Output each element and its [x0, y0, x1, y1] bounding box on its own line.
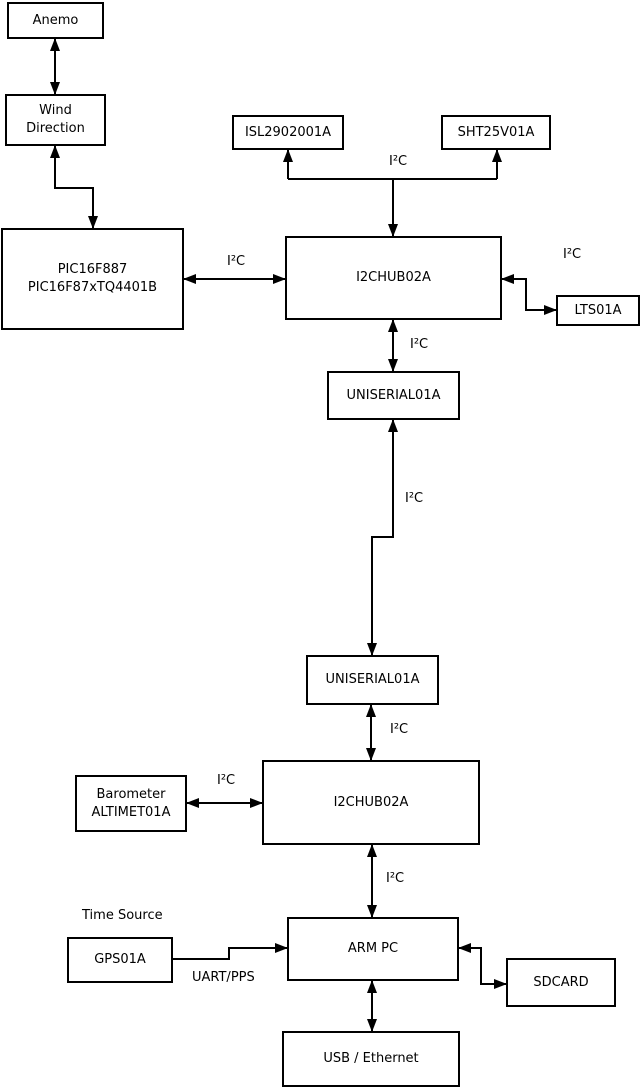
lts-sensor-label: LTS01A: [574, 302, 622, 318]
usb-ethernet-box: USB / Ethernet: [282, 1031, 460, 1087]
usb-ethernet-label: USB / Ethernet: [323, 1051, 419, 1067]
sdcard-label: SDCARD: [533, 974, 589, 990]
edge-gps-armpc: [173, 943, 288, 960]
arm-pc-box: ARM PC: [287, 917, 459, 981]
uniserial-top-box: UNISERIAL01A: [327, 371, 460, 420]
i2c-hub-bottom-label: I2CHUB02A: [333, 794, 409, 810]
i2c-label-pic-hub: I²C: [227, 254, 246, 269]
lts-sensor-box: LTS01A: [556, 295, 640, 326]
i2c-label-hub2-armpc: I²C: [386, 871, 405, 886]
isl-sensor-label: ISL2902001A: [244, 124, 332, 140]
time-source-label: Time Source: [82, 908, 163, 923]
i2c-label-lts: I²C: [563, 247, 582, 262]
edge-winddirection-pic: [50, 145, 98, 229]
arm-pc-label: ARM PC: [347, 941, 399, 957]
uniserial-bottom-box: UNISERIAL01A: [306, 655, 439, 705]
i2c-hub-top-label: I2CHUB02A: [356, 270, 431, 286]
i2c-label-sensor-bus: I²C: [389, 154, 408, 169]
gps-label: GPS01A: [94, 952, 146, 968]
sht-sensor-label: SHT25V01A: [457, 124, 535, 140]
i2c-label-uniserial-hub2: I²C: [390, 722, 409, 737]
sht-sensor-box: SHT25V01A: [441, 115, 551, 150]
uniserial-top-label: UNISERIAL01A: [346, 387, 441, 403]
pic-microcontroller-box: PIC16F887 PIC16F87xTQ4401B: [1, 228, 184, 330]
i2c-label-barometer: I²C: [217, 773, 236, 788]
uniserial-bottom-label: UNISERIAL01A: [325, 672, 420, 688]
pic-microcontroller-label: PIC16F887 PIC16F87xTQ4401B: [27, 262, 158, 295]
i2c-hub-top-box: I2CHUB02A: [285, 236, 502, 320]
barometer-box: Barometer ALTIMET01A: [75, 775, 187, 832]
i2c-label-hub-uniserial: I²C: [410, 337, 429, 352]
wind-direction-box: Wind Direction: [5, 94, 106, 146]
anemo-box: Anemo: [7, 2, 104, 39]
i2c-label-uniserial-link: I²C: [405, 491, 424, 506]
edge-uniserial-link: [367, 419, 398, 656]
gps-box: GPS01A: [67, 937, 173, 983]
uart-pps-label: UART/PPS: [192, 970, 255, 985]
wind-direction-label: Wind Direction: [26, 103, 85, 136]
isl-sensor-box: ISL2902001A: [232, 115, 344, 150]
edge-i2chub-lts: [501, 274, 557, 315]
sdcard-box: SDCARD: [506, 958, 616, 1007]
edge-armpc-sdcard: [458, 943, 507, 989]
anemo-label: Anemo: [32, 12, 79, 28]
barometer-label: Barometer ALTIMET01A: [91, 786, 171, 820]
i2c-hub-bottom-box: I2CHUB02A: [262, 760, 480, 845]
